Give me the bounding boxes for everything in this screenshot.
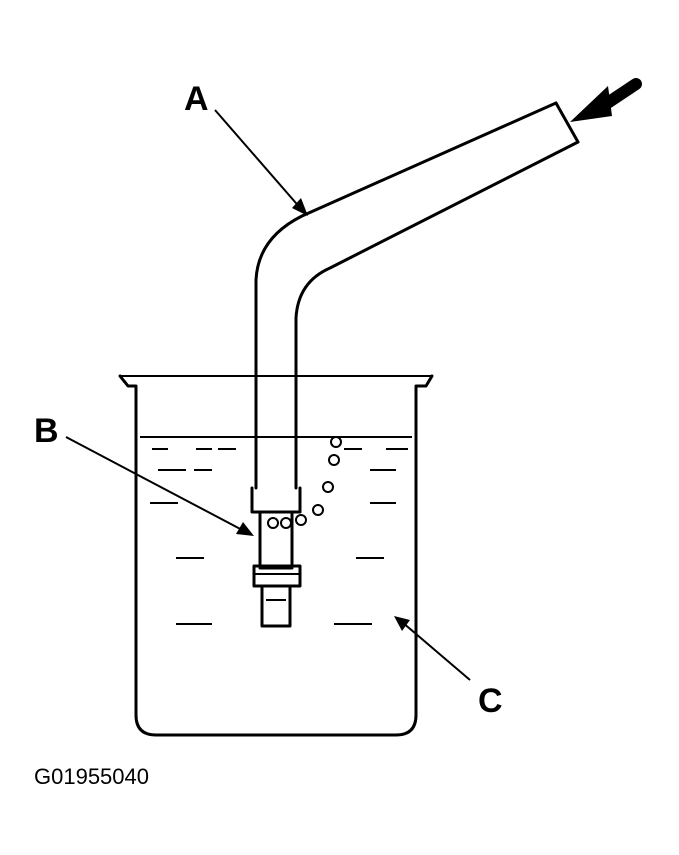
label-a: A xyxy=(184,80,209,118)
leader-b xyxy=(65,436,254,536)
leader-c xyxy=(394,616,471,681)
valve xyxy=(252,510,302,628)
label-c: C xyxy=(478,682,503,720)
liquid xyxy=(140,436,412,625)
bubbles xyxy=(267,436,342,529)
label-b: B xyxy=(34,412,59,450)
figure-code: G01955040 xyxy=(34,764,149,789)
leader-a xyxy=(214,109,308,216)
pressure-arrow-icon xyxy=(570,78,642,122)
beaker xyxy=(118,374,434,737)
